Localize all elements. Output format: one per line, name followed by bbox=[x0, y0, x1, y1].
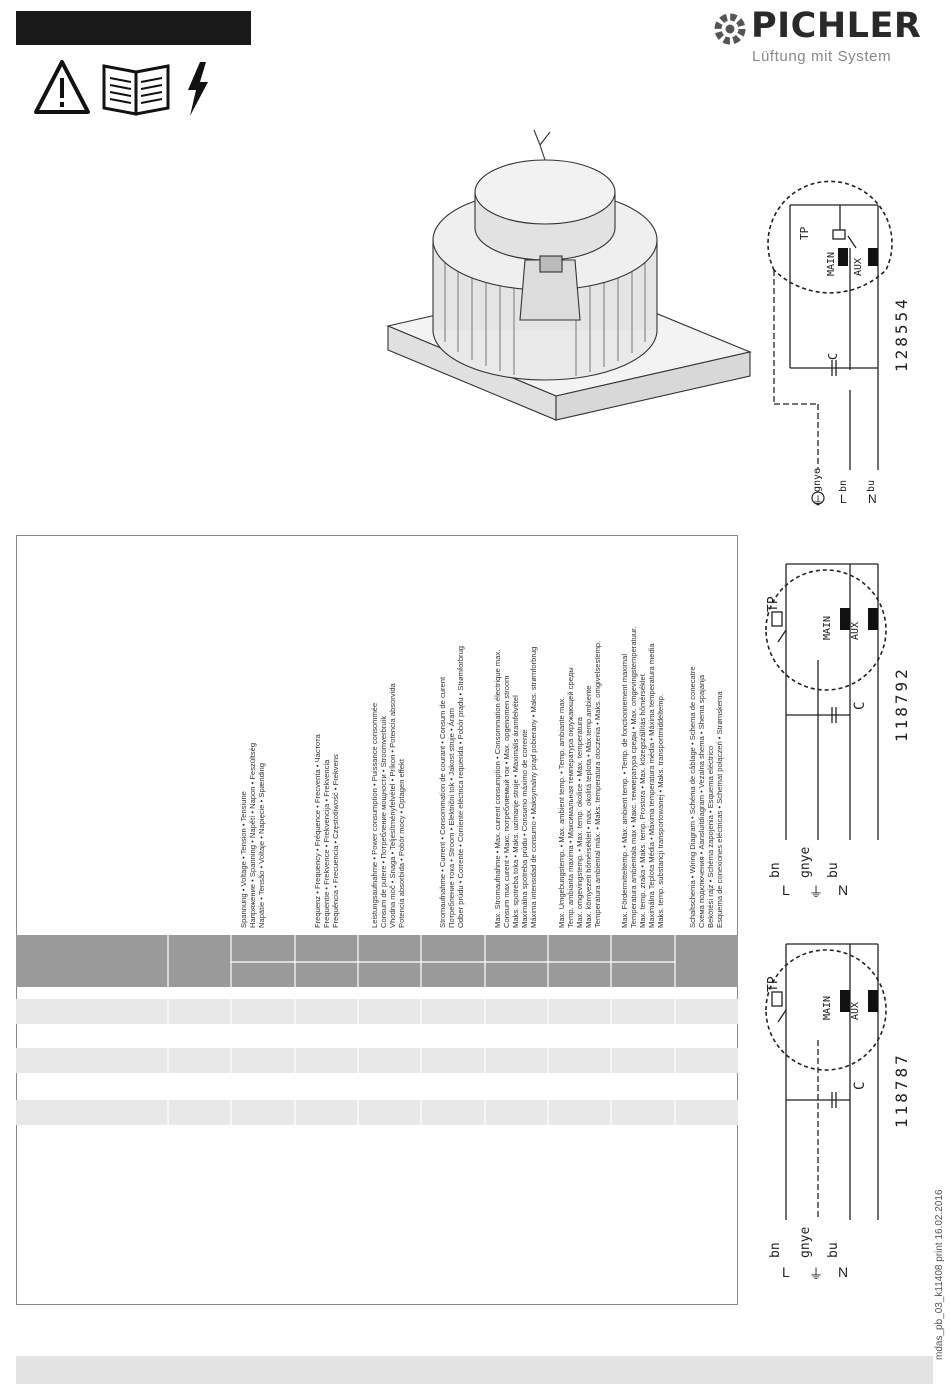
diagram-2-terminal-2: ⏚ bbox=[809, 884, 823, 900]
diagram-1-wire-2: bn bbox=[838, 479, 849, 492]
diagram-2-terminal-1: L bbox=[782, 882, 790, 898]
table-grid bbox=[16, 935, 738, 1125]
diagram-1-terminal-3: N bbox=[868, 492, 877, 506]
diagram-1-terminal-1: ⏚ bbox=[812, 494, 825, 508]
diagram-2-wire-1: bn bbox=[768, 862, 783, 878]
diagram-3-wire-2: gnye bbox=[798, 1226, 813, 1258]
brand-slogan: Lüftung mit System bbox=[752, 48, 892, 65]
diagram-3-aux-label: AUX bbox=[850, 1001, 861, 1020]
diagram-2-aux-label: AUX bbox=[850, 621, 861, 640]
print-reference: mdas_pb_03_k11408 print 16.02.2016 bbox=[934, 1189, 945, 1360]
diagram-3-main-label: MAIN bbox=[822, 995, 833, 1020]
diagram-1-terminal-2: L bbox=[840, 492, 847, 506]
diagram-3-cap-label: C bbox=[852, 1081, 868, 1090]
header-wiring-diagram: Schaltschema • Wiring Diagram • Schéma d… bbox=[688, 666, 724, 928]
read-manual-icon bbox=[102, 64, 170, 116]
header-max-ambient-temp: Max. Umgebungstemp. • Max. ambient temp.… bbox=[557, 640, 602, 928]
warning-triangle-icon bbox=[34, 60, 90, 114]
diagram-1-wire-3: bu bbox=[866, 479, 877, 492]
diagram-3-terminal-3: N bbox=[838, 1264, 849, 1280]
wiring-diagram-1 bbox=[767, 180, 893, 505]
diagram-2-id: 118792 bbox=[892, 666, 911, 742]
electric-hazard-icon bbox=[188, 62, 208, 116]
footer-band bbox=[16, 1356, 933, 1384]
diagram-3-wire-3: bu bbox=[826, 1242, 841, 1258]
header-power-consumption: Leistungsaufnahme • Power consumption • … bbox=[370, 683, 406, 928]
diagram-2-terminal-3: N bbox=[838, 882, 849, 898]
title-bar bbox=[16, 11, 251, 45]
diagram-2-wire-2: gnye bbox=[798, 846, 813, 878]
header-current: Stromaufnahme • Current • Consommation d… bbox=[438, 645, 465, 928]
diagram-1-id: 128554 bbox=[892, 296, 911, 372]
header-max-medium-temp: Max. Fördermitteltemp. • Max. ambient te… bbox=[620, 626, 665, 928]
diagram-3-id: 118787 bbox=[892, 1052, 911, 1128]
diagram-3-terminal-1: L bbox=[782, 1264, 790, 1280]
diagram-2-wire-3: bu bbox=[826, 862, 841, 878]
diagram-2-main-label: MAIN bbox=[822, 615, 833, 640]
diagram-2-tp-label: TP bbox=[766, 596, 781, 612]
brand-name: PICHLER bbox=[751, 6, 922, 46]
diagram-3-terminal-2: ⏚ bbox=[809, 1266, 823, 1282]
header-frequency: Frequenz • Frequency • Fréquence • Frecv… bbox=[313, 734, 340, 928]
diagram-1-cap-label: C bbox=[826, 352, 840, 360]
diagram-1-tp-label: TP bbox=[798, 226, 811, 240]
diagram-1-wire-1: gnye bbox=[812, 467, 823, 492]
pichler-logo-icon bbox=[714, 13, 746, 45]
diagram-1-aux-label: AUX bbox=[853, 257, 864, 276]
header-max-current: Max. Stromaufnahme • Max. current consum… bbox=[493, 646, 538, 928]
fan-product-drawing bbox=[386, 129, 752, 421]
diagram-3-tp-label: TP bbox=[766, 976, 781, 992]
diagram-2-cap-label: C bbox=[852, 701, 868, 710]
diagram-1-main-label: MAIN bbox=[826, 251, 837, 276]
technical-data-table bbox=[16, 535, 738, 1305]
diagram-3-wire-1: bn bbox=[768, 1242, 783, 1258]
wiring-diagram-3 bbox=[765, 943, 887, 1220]
wiring-diagram-2 bbox=[765, 563, 887, 840]
safety-icons bbox=[34, 60, 208, 116]
